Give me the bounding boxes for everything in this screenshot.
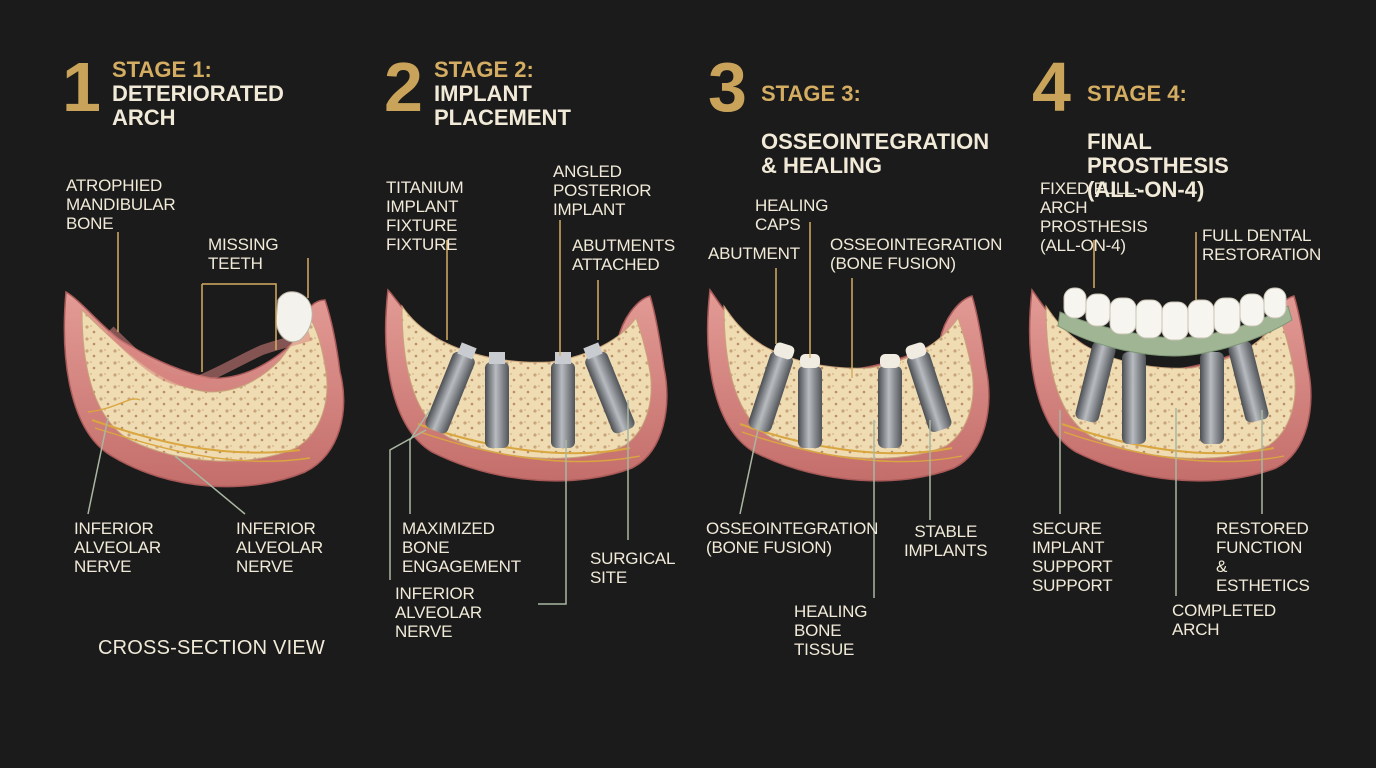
label-missing-teeth: MISSING TEETH — [208, 235, 279, 273]
stage3-jaw — [706, 288, 990, 482]
label-angled-implant: ANGLED POSTERIOR IMPLANT — [553, 162, 652, 219]
stage-3-title-prefix: STAGE 3: — [761, 81, 861, 106]
stage-4-title-prefix: STAGE 4: — [1087, 81, 1187, 106]
stage-4-title: STAGE 4: FINAL PROSTHESIS (ALL-ON-4) — [1087, 58, 1229, 226]
stage4-jaw — [1028, 287, 1312, 482]
label-secure-support: SECURE IMPLANT SUPPORT SUPPORT — [1032, 519, 1113, 595]
stage1-jaw — [63, 290, 345, 488]
label-atrophied-bone: ATROPHIED MANDIBULAR BONE — [66, 176, 176, 233]
label-osseo-bottom: OSSEOINTEGRATION (BONE FUSION) — [706, 519, 879, 557]
label-nerve-right: INFERIOR ALVEOLAR NERVE — [236, 519, 323, 576]
stage-1-title-main: DETERIORATED ARCH — [112, 81, 284, 130]
label-healing-bone: HEALING BONE TISSUE — [794, 602, 868, 659]
stage-2-title-main: IMPLANT PLACEMENT — [434, 81, 571, 130]
stage-2-title-prefix: STAGE 2: — [434, 57, 534, 82]
stage-4-title-main: FINAL PROSTHESIS (ALL-ON-4) — [1087, 129, 1229, 202]
label-titanium-fixture: TITANIUM IMPLANT FIXTURE FIXTURE — [386, 178, 464, 254]
label-full-restoration: FULL DENTAL RESTORATION — [1202, 226, 1322, 264]
label-osseo-top: OSSEOINTEGRATION (BONE FUSION) — [830, 235, 1003, 273]
label-abutment: ABUTMENT — [708, 244, 800, 263]
stage-2-number: 2 — [384, 48, 423, 126]
stage-3-title-main: OSSEOINTEGRATION & HEALING — [761, 129, 990, 178]
label-completed-arch: COMPLETED ARCH — [1172, 601, 1276, 639]
stage-4-number: 4 — [1032, 48, 1071, 126]
stage-1-title: STAGE 1: DETERIORATED ARCH — [112, 58, 284, 130]
label-nerve-left: INFERIOR ALVEOLAR NERVE — [74, 519, 161, 576]
stage-1-title-prefix: STAGE 1: — [112, 57, 212, 82]
stage-3-number: 3 — [708, 48, 747, 126]
stage-1-number: 1 — [62, 48, 101, 126]
stage-2-title: STAGE 2: IMPLANT PLACEMENT — [434, 58, 571, 130]
label-abutments: ABUTMENTS ATTACHED — [572, 236, 676, 274]
label-restored-function: RESTORED FUNCTION & ESTHETICS — [1216, 519, 1310, 595]
label-nerve-stage2: INFERIOR ALVEOLAR NERVE — [395, 584, 482, 641]
label-bone-engagement: MAXIMIZED BONE ENGAGEMENT — [402, 519, 521, 576]
label-stable-implants: STABLE IMPLANTS — [904, 522, 988, 560]
label-healing-caps: HEALING CAPS — [755, 196, 829, 234]
footer-cross-section: CROSS-SECTION VIEW — [98, 637, 325, 659]
stage-3-title: STAGE 3: OSSEOINTEGRATION & HEALING — [761, 58, 989, 202]
leader-lines — [87, 220, 1263, 605]
stage2-jaw — [384, 288, 668, 482]
label-surgical-site: SURGICAL SITE — [590, 549, 676, 587]
label-fixed-prosthesis: FIXED FULL-ARCH PROSTHESIS (ALL-ON-4) — [1040, 179, 1148, 255]
